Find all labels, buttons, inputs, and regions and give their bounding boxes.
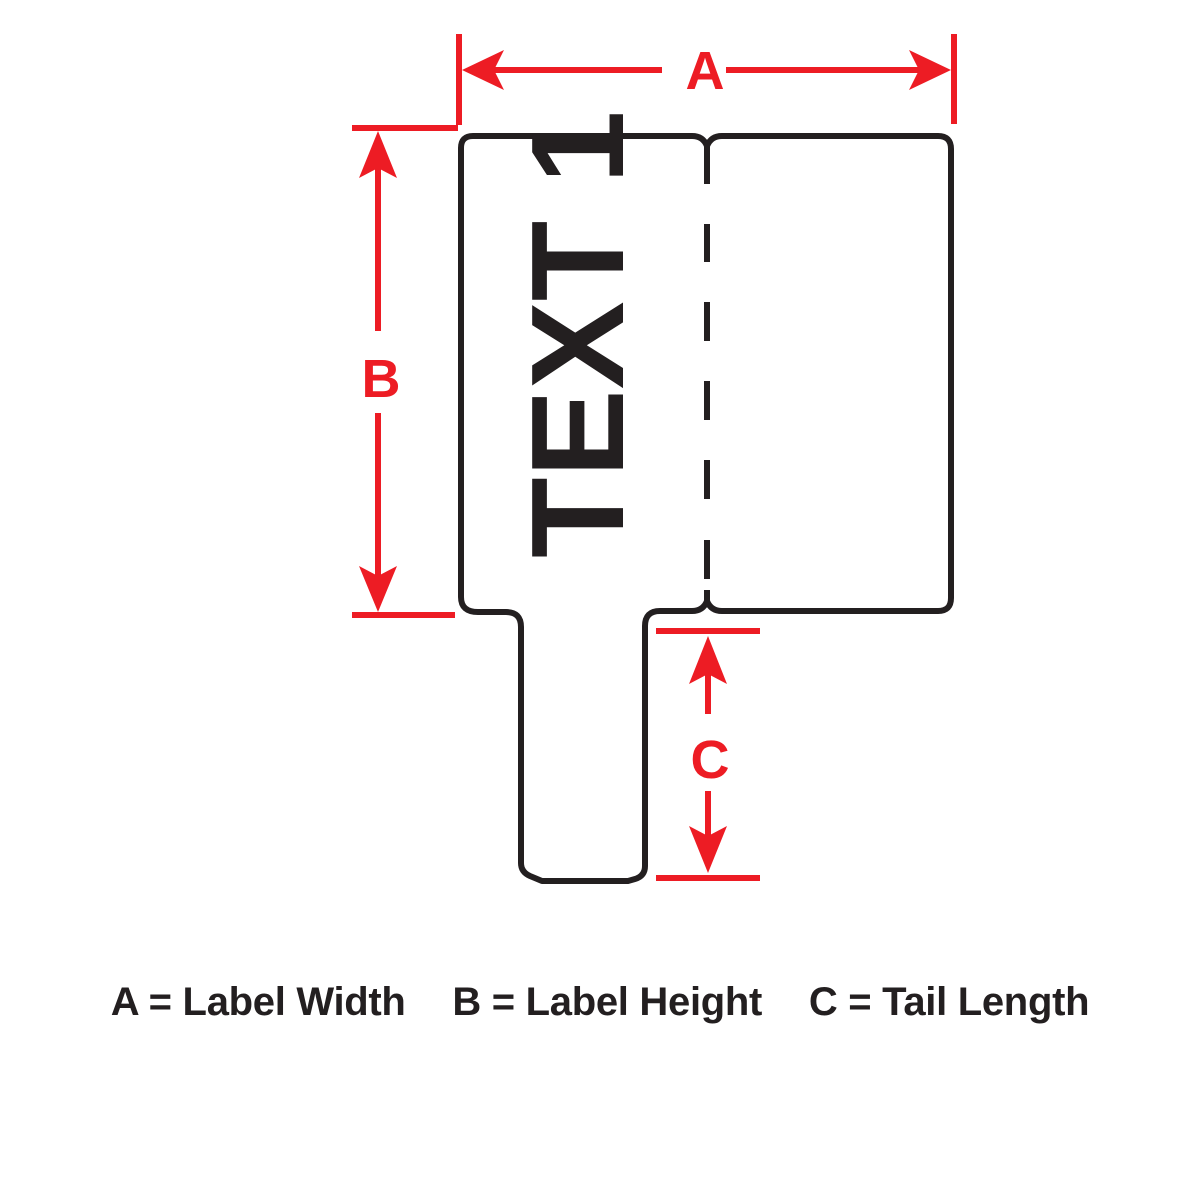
- dimension-c-letter: C: [691, 730, 730, 790]
- arrow-left-icon: [462, 50, 504, 90]
- legend-item-a: A = Label Width: [110, 980, 406, 1024]
- label-sample-text: TEXT 1: [504, 111, 651, 558]
- arrow-down-icon: [359, 566, 397, 612]
- arrow-up-icon: [689, 636, 727, 684]
- dimension-c: C: [656, 628, 760, 881]
- legend-item-c: C = Tail Length: [808, 980, 1090, 1024]
- legend-item-b: B = Label Height: [452, 980, 763, 1024]
- arrow-up-icon: [359, 131, 397, 178]
- arrow-down-icon: [689, 826, 727, 873]
- dimension-b: B: [352, 125, 458, 618]
- dimension-b-letter: B: [362, 349, 401, 409]
- dimension-a: A: [456, 34, 957, 125]
- arrow-right-icon: [909, 50, 951, 90]
- dimension-a-letter: A: [686, 41, 725, 101]
- dimension-legend: A = Label Width B = Label Height C = Tai…: [0, 980, 1200, 1025]
- label-outline: [458, 133, 954, 884]
